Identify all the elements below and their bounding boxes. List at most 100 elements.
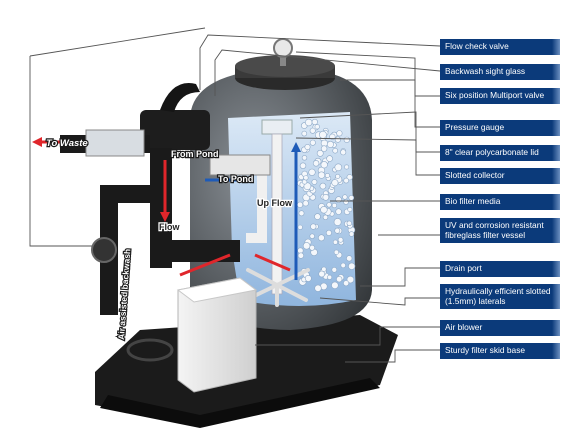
callout-air-blower: Air blower: [440, 320, 560, 336]
media-bead: [322, 194, 330, 201]
media-bead: [336, 276, 343, 283]
callout-pressure-gauge: Pressure gauge: [440, 120, 560, 136]
media-bead: [329, 133, 336, 140]
media-bead: [314, 213, 321, 220]
callout-filter-vessel: UV and corrosion resistant fibreglass fi…: [440, 218, 560, 244]
media-bead: [333, 249, 340, 255]
bio-filter-media: [296, 118, 356, 292]
media-bead: [310, 223, 317, 230]
air-hose: [126, 338, 174, 362]
media-bead: [326, 202, 332, 208]
media-bead: [318, 270, 326, 278]
callout-laterals: Hydraulically efficient slotted (1.5mm) …: [440, 284, 560, 310]
media-bead: [301, 155, 308, 161]
media-bead: [348, 262, 356, 270]
to-pond-label: To Pond: [218, 174, 253, 184]
callout-drain-port: Drain port: [440, 261, 560, 277]
media-bead: [324, 173, 330, 179]
media-bead: [309, 139, 316, 146]
media-bead: [335, 208, 342, 215]
leader-lines: [29, 27, 441, 363]
callout-clear-lid: 8" clear polycarbonate lid: [440, 145, 560, 161]
media-bead: [327, 274, 333, 280]
media-bead: [335, 173, 341, 179]
media-bead: [337, 237, 344, 243]
multiport-valve: [140, 83, 210, 150]
media-bead: [334, 227, 341, 234]
media-bead: [334, 136, 342, 143]
media-bead: [331, 202, 338, 209]
media-bead: [303, 175, 309, 181]
media-bead: [320, 145, 328, 152]
media-bead: [321, 266, 327, 272]
media-bead: [332, 239, 338, 245]
from-pond-label: From Pond: [171, 149, 219, 159]
media-bead: [317, 171, 326, 179]
media-bead: [304, 144, 311, 151]
media-bead: [297, 224, 303, 230]
media-bead: [320, 161, 328, 169]
media-bead: [309, 127, 316, 134]
media-bead: [298, 210, 305, 217]
media-bead: [312, 160, 320, 167]
callout-skid-base: Sturdy filter skid base: [440, 343, 560, 359]
media-bead: [346, 275, 355, 284]
media-bead: [331, 281, 339, 289]
media-bead: [343, 280, 350, 287]
callout-backwash-sight-glass: Backwash sight glass: [440, 64, 560, 80]
flow-label: Flow: [159, 222, 180, 232]
media-bead: [336, 130, 343, 137]
media-bead: [326, 140, 334, 148]
callout-multiport-valve: Six position Multiport valve: [440, 88, 560, 104]
media-bead: [335, 196, 342, 203]
media-bead: [344, 164, 350, 170]
media-bead: [303, 182, 312, 190]
media-bead: [314, 284, 322, 292]
media-bead: [342, 194, 348, 200]
media-bead: [347, 207, 353, 213]
media-bead: [304, 274, 312, 282]
media-bead: [320, 206, 328, 214]
flow-check-valve: [91, 237, 117, 263]
media-bead: [343, 199, 349, 205]
air-assisted-backwash-label: Air assisted backwash: [116, 248, 132, 340]
to-waste-label: To Waste: [46, 138, 88, 149]
media-bead: [296, 201, 304, 208]
media-bead: [331, 266, 338, 273]
media-bead: [326, 155, 333, 162]
media-bead: [297, 252, 305, 259]
media-bead: [343, 177, 350, 184]
media-bead: [331, 179, 339, 187]
media-bead: [308, 168, 316, 176]
media-bead: [340, 149, 347, 156]
media-bead: [299, 162, 307, 169]
media-bead: [319, 182, 327, 190]
media-bead: [340, 262, 346, 269]
callout-bio-filter-media: Bio filter media: [440, 194, 560, 210]
media-bead: [332, 147, 339, 154]
media-bead: [302, 242, 311, 250]
media-bead: [302, 200, 309, 207]
media-bead: [343, 136, 350, 143]
media-bead: [333, 218, 342, 226]
media-bead: [348, 195, 355, 201]
media-bead: [325, 229, 332, 236]
media-bead: [314, 124, 320, 130]
up-flow-label: Up Flow: [257, 198, 293, 208]
air-blower: [176, 277, 258, 393]
callout-flow-check-valve: Flow check valve: [440, 39, 560, 55]
media-bead: [334, 163, 343, 172]
media-bead: [311, 179, 318, 185]
media-bead: [317, 234, 325, 242]
media-bead: [305, 118, 313, 127]
media-bead: [346, 220, 352, 227]
callout-slotted-collector: Slotted collector: [440, 168, 560, 184]
flow-arrows: [32, 137, 301, 280]
waste-pipe: [85, 129, 145, 157]
media-bead: [346, 174, 353, 181]
media-bead: [322, 214, 329, 221]
media-bead: [316, 149, 324, 157]
media-bead: [346, 255, 353, 262]
